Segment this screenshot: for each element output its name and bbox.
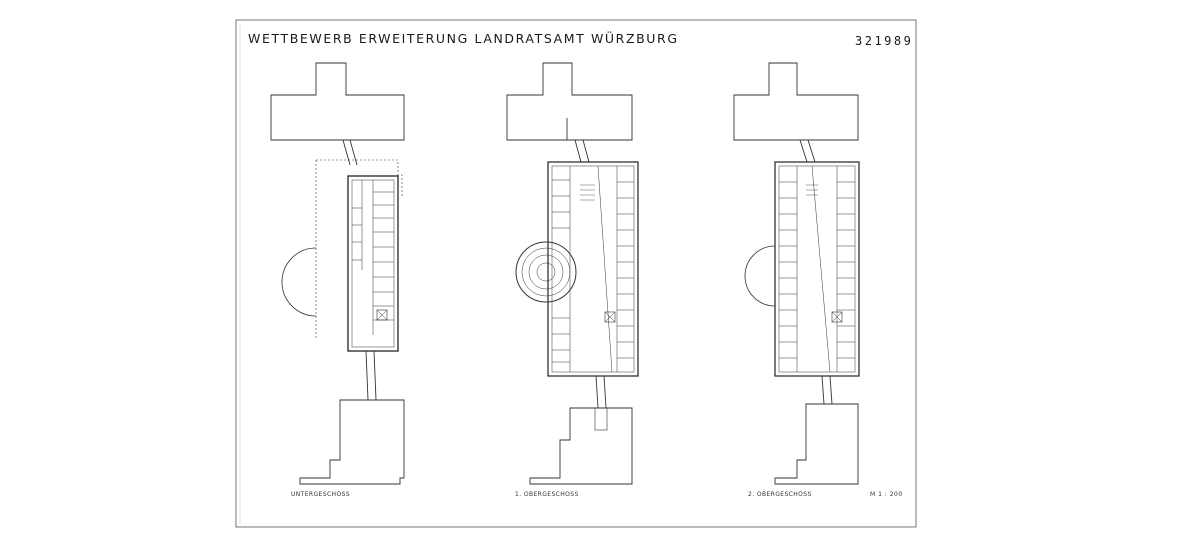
- rooms: [779, 165, 855, 373]
- caption-1-obergeschoss: 1. OBERGESCHOSS: [515, 491, 579, 498]
- plan-1-obergeschoss: [506, 62, 639, 485]
- rooms: [352, 180, 394, 335]
- caption-untergeschoss: UNTERGESCHOSS: [291, 491, 350, 498]
- rooms: [552, 165, 634, 373]
- sheet-border: [235, 19, 917, 528]
- sheet-title: WETTBEWERB ERWEITERUNG LANDRATSAMT WÜRZB…: [248, 31, 679, 46]
- plan-untergeschoss: [270, 62, 405, 485]
- sheet-number: 321989: [855, 34, 914, 48]
- caption-2-obergeschoss: 2. OBERGESCHOSS: [748, 491, 812, 498]
- plan-2-obergeschoss: [733, 62, 860, 485]
- scale-label: M 1 : 200: [870, 491, 903, 498]
